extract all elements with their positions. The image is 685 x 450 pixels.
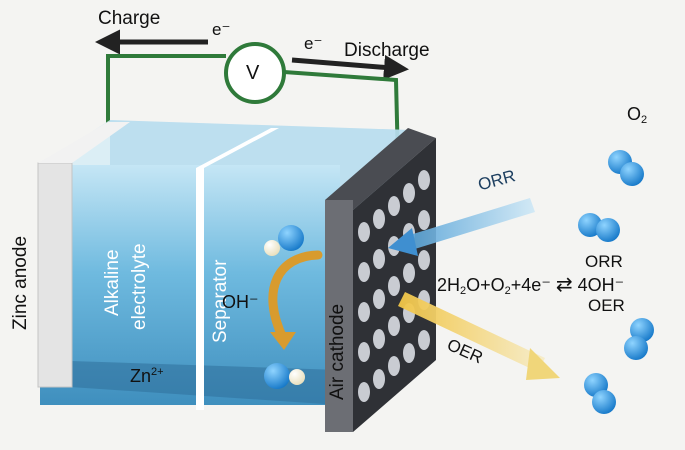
orr-arrow-head xyxy=(388,228,418,256)
cathode-pore xyxy=(418,210,430,230)
electron-label-left: e⁻ xyxy=(212,20,231,39)
cathode-pore xyxy=(373,329,385,349)
electrolyte-label-line2: electrolyte xyxy=(129,243,150,330)
water-molecule xyxy=(264,363,305,389)
cathode-pore xyxy=(373,289,385,309)
separator-top xyxy=(196,128,279,168)
air-cathode-label: Air cathode xyxy=(327,303,348,400)
discharge-arrow xyxy=(291,54,409,80)
zinc-ion-label: Zn2+ xyxy=(130,366,164,386)
cathode-pore xyxy=(358,342,370,362)
cathode-pore xyxy=(388,316,400,336)
cathode-pore xyxy=(403,263,415,283)
external-wire-left xyxy=(106,54,226,128)
o2-molecule xyxy=(584,373,616,414)
orr-arrow-shaft xyxy=(400,198,535,252)
cathode-pore xyxy=(358,302,370,322)
cathode-pores xyxy=(358,170,430,402)
cathode-pore xyxy=(418,330,430,350)
cathode-pore xyxy=(358,222,370,242)
electrolyte-label-line1: Alkaline xyxy=(102,249,123,316)
zinc-anode-plate xyxy=(37,162,73,388)
o2-molecule xyxy=(624,318,654,360)
water-molecule xyxy=(264,225,304,256)
equilibrium-arrows: ⇄ xyxy=(555,274,573,296)
equation-oer-label: OER xyxy=(588,296,625,315)
cathode-pore xyxy=(388,196,400,216)
air-cathode-top xyxy=(325,128,436,210)
voltmeter xyxy=(224,42,286,104)
zinc-anode-label: Zinc anode xyxy=(10,235,31,330)
cathode-pore xyxy=(403,343,415,363)
hydroxide-flow-arrow-head xyxy=(270,332,296,350)
hydroxide-label: OH⁻ xyxy=(222,292,259,312)
separator-plate xyxy=(196,168,204,410)
cathode-pore xyxy=(388,276,400,296)
cathode-pore xyxy=(373,249,385,269)
o2-molecule xyxy=(608,150,644,186)
cathode-pore xyxy=(418,250,430,270)
hydroxide-flow-arrow xyxy=(268,250,323,343)
cathode-pore xyxy=(358,382,370,402)
cathode-pore xyxy=(373,209,385,229)
equation-orr-label: ORR xyxy=(585,252,623,271)
oxygen-label: O2 xyxy=(627,104,648,126)
voltmeter-label: V xyxy=(246,62,260,84)
oer-arrow-head xyxy=(526,348,560,380)
zinc-anode-top xyxy=(38,122,130,163)
electron-label-right: e⁻ xyxy=(304,34,323,53)
o2-molecule xyxy=(578,213,620,242)
charge-label: Charge xyxy=(98,8,161,29)
cathode-pore xyxy=(418,170,430,190)
reaction-equation: 2H2O+O2+4e⁻ ⇄ 4OH⁻ xyxy=(437,274,625,297)
discharge-label: Discharge xyxy=(344,40,430,61)
cathode-pore xyxy=(403,183,415,203)
cathode-pore xyxy=(388,356,400,376)
oer-arrow-shaft xyxy=(398,292,545,372)
cathode-pore xyxy=(358,262,370,282)
cathode-pore xyxy=(373,369,385,389)
air-cathode-side xyxy=(325,200,353,432)
